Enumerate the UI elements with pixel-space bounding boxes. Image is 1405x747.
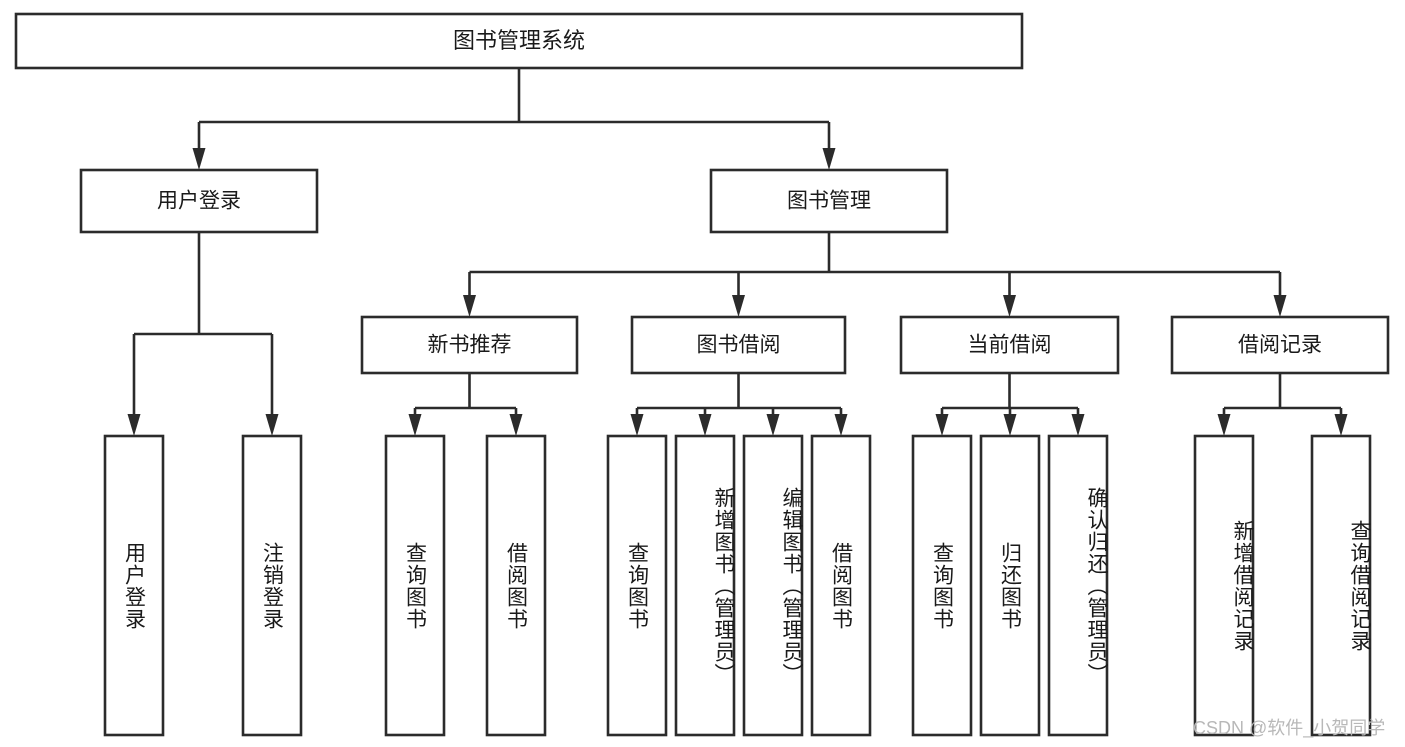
node-box-leaf-add-book[interactable] bbox=[674, 434, 736, 737]
user-login-arrow-0 bbox=[127, 414, 141, 436]
node-box-current-borrow[interactable] bbox=[899, 315, 1120, 375]
node-box-leaf-add-record[interactable] bbox=[1193, 434, 1255, 737]
node-boxes bbox=[14, 12, 1390, 737]
node-box-leaf-query-book-borrow[interactable] bbox=[606, 434, 668, 737]
book-borrow-arrow-2 bbox=[766, 414, 780, 436]
borrow-record-arrow-1 bbox=[1334, 414, 1348, 436]
book-manage-arrow-2 bbox=[1003, 295, 1016, 317]
node-box-leaf-logout[interactable] bbox=[241, 434, 303, 737]
current-borrow-arrow-0 bbox=[935, 414, 949, 436]
book-manage-arrow-1 bbox=[732, 295, 745, 317]
node-box-user-login-label: 用户登录 bbox=[157, 190, 241, 213]
node-box-leaf-user-login[interactable] bbox=[103, 434, 165, 737]
node-box-leaf-edit-book[interactable] bbox=[742, 434, 804, 737]
borrow-record-arrow-0 bbox=[1217, 414, 1231, 436]
current-borrow-arrow-1 bbox=[1003, 414, 1017, 436]
watermark-text: CSDN @软件_小贺同学 bbox=[1193, 718, 1386, 738]
root-arrow-1 bbox=[822, 148, 836, 170]
node-box-new-book-recommend-label: 新书推荐 bbox=[428, 334, 512, 357]
node-box-user-login[interactable] bbox=[79, 168, 319, 234]
book-manage-arrow-0 bbox=[463, 295, 476, 317]
node-box-current-borrow-label: 当前借阅 bbox=[968, 334, 1052, 357]
node-box-book-borrow-label: 图书借阅 bbox=[697, 334, 781, 357]
node-box-leaf-return-book[interactable] bbox=[979, 434, 1041, 737]
node-box-book-borrow[interactable] bbox=[630, 315, 847, 375]
node-box-leaf-query-record[interactable] bbox=[1310, 434, 1372, 737]
book-borrow-arrow-3 bbox=[834, 414, 848, 436]
node-box-borrow-record-label: 借阅记录 bbox=[1238, 334, 1322, 357]
book-borrow-arrow-1 bbox=[698, 414, 712, 436]
book-manage-arrow-3 bbox=[1273, 295, 1287, 317]
node-box-borrow-record[interactable] bbox=[1170, 315, 1390, 375]
node-box-leaf-borrow-book-rec[interactable] bbox=[485, 434, 547, 737]
node-box-leaf-borrow-book[interactable] bbox=[810, 434, 872, 737]
node-box-book-manage-label: 图书管理 bbox=[787, 190, 871, 213]
node-box-root-label: 图书管理系统 bbox=[453, 28, 585, 53]
node-box-root[interactable] bbox=[14, 12, 1024, 70]
book-borrow-arrow-0 bbox=[630, 414, 644, 436]
node-box-new-book-recommend[interactable] bbox=[360, 315, 579, 375]
node-box-leaf-query-book-cur[interactable] bbox=[911, 434, 973, 737]
node-box-book-manage[interactable] bbox=[709, 168, 949, 234]
new-book-rec-arrow-1 bbox=[509, 414, 523, 436]
node-box-leaf-confirm-return[interactable] bbox=[1047, 434, 1109, 737]
root-arrow-0 bbox=[192, 148, 206, 170]
connector-lines bbox=[127, 68, 1348, 436]
current-borrow-arrow-2 bbox=[1071, 414, 1085, 436]
user-login-arrow-1 bbox=[265, 414, 279, 436]
new-book-rec-arrow-0 bbox=[408, 414, 422, 436]
node-box-leaf-query-book-rec[interactable] bbox=[384, 434, 446, 737]
